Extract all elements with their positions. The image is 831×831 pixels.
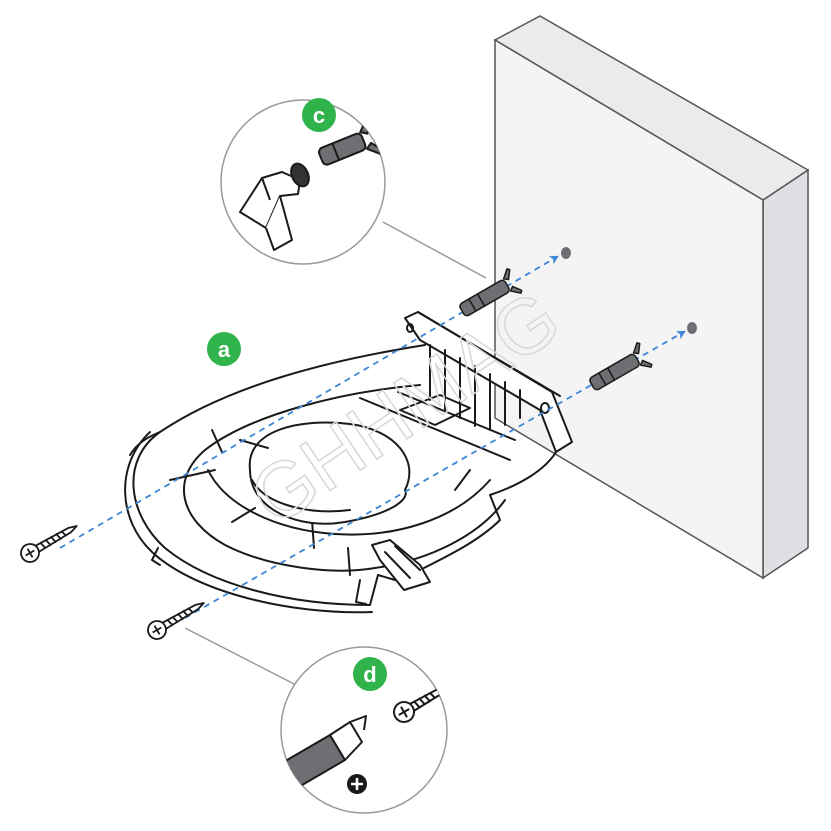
callout-c-label: c: [313, 103, 325, 128]
callout-a-circle: [207, 332, 241, 366]
drill-hole-lower: [687, 322, 697, 334]
screw-detail: [393, 687, 447, 723]
callout-d-circle: [353, 657, 387, 691]
detail-circle-d: [280, 646, 448, 814]
drill-hole-upper: [561, 247, 571, 259]
wall-anchor-icon: [459, 268, 653, 391]
phillips-head-icon: [347, 774, 367, 794]
callout-badge-a: a: [207, 332, 241, 366]
wall-side: [762, 168, 809, 580]
detail-circle-c: [220, 99, 386, 265]
screw-icon: [20, 525, 205, 640]
callout-d-label: d: [363, 662, 376, 687]
callout-c-circle: [302, 98, 336, 132]
callout-badge-c: c: [302, 98, 336, 132]
leader-line-c: [382, 221, 487, 279]
hammer-icon: [239, 162, 310, 251]
leader-line-d: [184, 627, 299, 687]
callout-a-label: a: [218, 337, 231, 362]
callout-badge-d: d: [353, 657, 387, 691]
